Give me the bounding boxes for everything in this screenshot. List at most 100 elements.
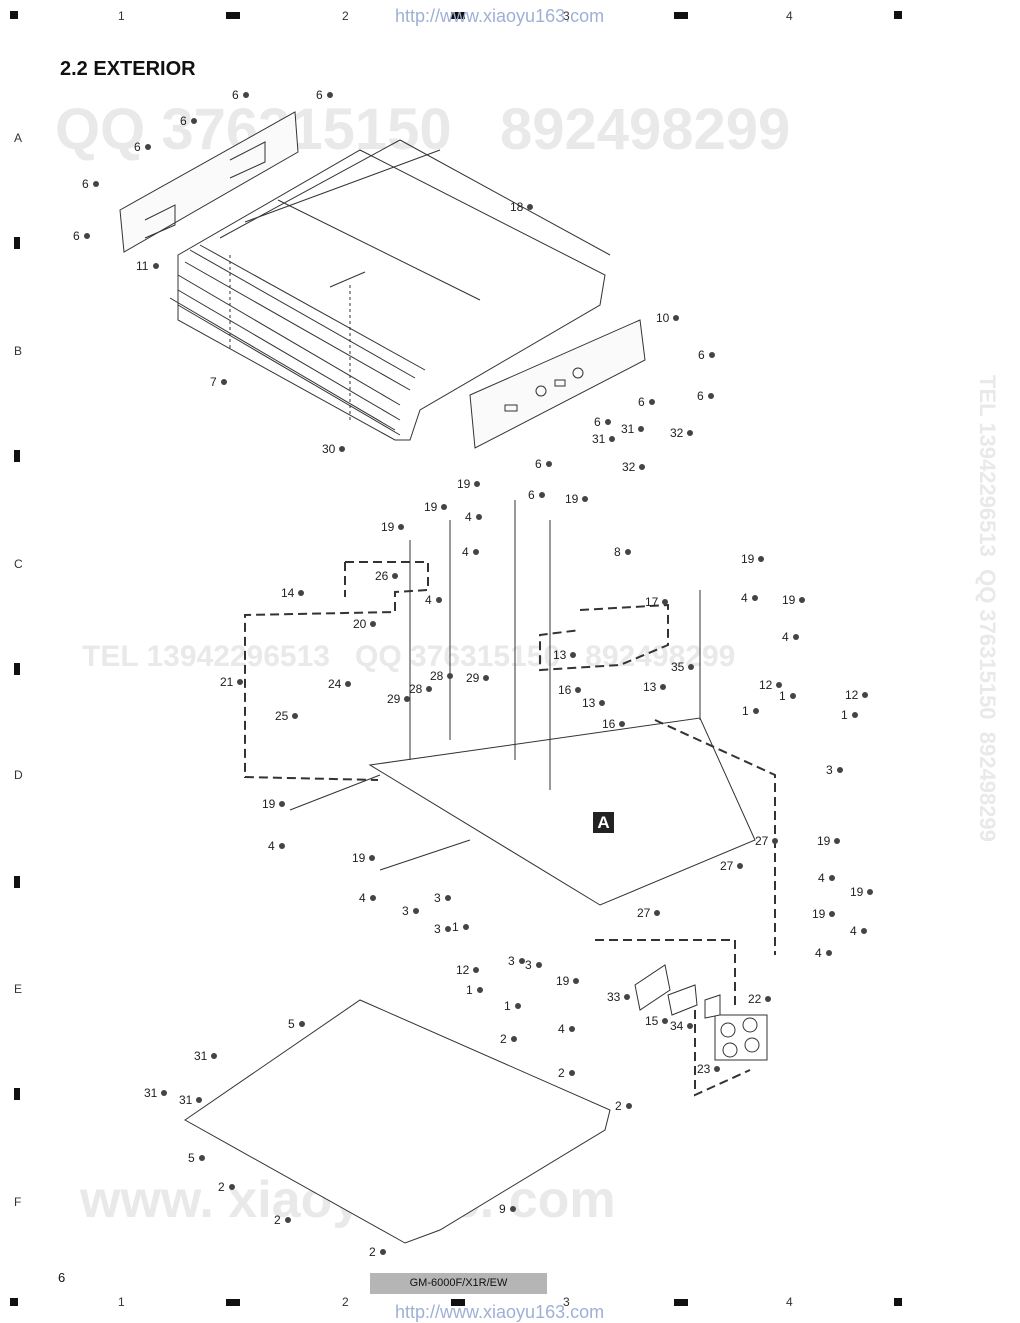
part-number-callout: 1 (504, 999, 511, 1013)
screw-marker (625, 549, 631, 555)
part-number-callout: 33 (607, 990, 621, 1004)
screw-marker (790, 693, 796, 699)
part-number-callout: 6 (638, 395, 645, 409)
part-number-callout: 2 (615, 1099, 622, 1113)
screw-marker (445, 926, 451, 932)
part-number-callout: 4 (462, 545, 469, 559)
row-marker (14, 1088, 20, 1100)
screw-marker (688, 664, 694, 670)
screw-marker (445, 895, 451, 901)
main-pcb (368, 717, 756, 906)
part-number-callout: 1 (841, 708, 848, 722)
part-number-callout: 2 (218, 1180, 225, 1194)
screw-marker (426, 686, 432, 692)
part-number-callout: 6 (697, 389, 704, 403)
screw-marker (758, 556, 764, 562)
screw-marker (285, 1217, 291, 1223)
screw-marker (404, 696, 410, 702)
part-number-callout: 6 (82, 177, 89, 191)
part-number-callout: 1 (466, 983, 473, 997)
screw-marker (708, 393, 714, 399)
screw-marker (687, 1023, 693, 1029)
part-number-callout: 6 (528, 488, 535, 502)
part-number-callout: 4 (818, 871, 825, 885)
section-title: 2.2 EXTERIOR (60, 58, 196, 80)
ruler-mark (226, 12, 240, 19)
part-number-callout: 19 (381, 520, 395, 534)
column-number: 4 (786, 9, 793, 23)
screw-marker (380, 1249, 386, 1255)
part-number-callout: 3 (826, 763, 833, 777)
screw-marker (463, 924, 469, 930)
part-number-callout: 4 (741, 591, 748, 605)
part-number-callout: 3 (402, 904, 409, 918)
screw-marker (624, 994, 630, 1000)
page-number: 6 (58, 1270, 66, 1285)
screw-marker (714, 1066, 720, 1072)
part-number-callout: 29 (387, 692, 401, 706)
screw-marker (339, 446, 345, 452)
screw-marker (345, 681, 351, 687)
column-number: 3 (563, 9, 570, 23)
watermark-tel: TEL 13942296513 QQ 376315150 892498299 (82, 640, 736, 673)
screw-marker (609, 436, 615, 442)
part-number-callout: 19 (352, 851, 366, 865)
screw-marker (862, 692, 868, 698)
part-number-callout: 16 (602, 717, 616, 731)
part-number-callout: 19 (424, 500, 438, 514)
part-number-callout: 23 (697, 1062, 711, 1076)
part-number-callout: 5 (288, 1017, 295, 1031)
part-number-callout: 19 (817, 834, 831, 848)
screw-marker (370, 895, 376, 901)
screw-marker (196, 1097, 202, 1103)
screw-marker (398, 524, 404, 530)
watermark-qq: QQ 376315150 892498299 (55, 97, 791, 162)
part-number-callout: 3 (434, 891, 441, 905)
part-number-callout: 4 (782, 630, 789, 644)
part-number-callout: 27 (755, 834, 769, 848)
part-number-callout: 13 (643, 680, 657, 694)
part-number-callout: 3 (434, 922, 441, 936)
part-number-callout: 3 (508, 954, 515, 968)
screw-marker (211, 1053, 217, 1059)
screw-marker (511, 1036, 517, 1042)
screw-marker (279, 843, 285, 849)
screw-marker (441, 504, 447, 510)
screw-marker (153, 263, 159, 269)
assembly-boundary (244, 561, 429, 781)
part-number-callout: 32 (670, 426, 684, 440)
screw-marker (327, 92, 333, 98)
section-stamp: A (593, 812, 614, 833)
part-number-callout: 15 (645, 1014, 659, 1028)
part-number-callout: 7 (210, 375, 217, 389)
part-number-callout: 27 (637, 906, 651, 920)
part-number-callout: 10 (656, 311, 670, 325)
part-number-callout: 5 (188, 1151, 195, 1165)
screw-marker (626, 1103, 632, 1109)
screw-marker (867, 889, 873, 895)
part-number-callout: 28 (409, 682, 423, 696)
screw-marker (662, 599, 668, 605)
part-number-callout: 6 (535, 457, 542, 471)
part-number-callout: 26 (375, 569, 389, 583)
screw-marker (826, 950, 832, 956)
part-number-callout: 2 (500, 1032, 507, 1046)
part-number-callout: 21 (220, 675, 234, 689)
part-number-callout: 12 (456, 963, 470, 977)
column-number: 4 (786, 1295, 793, 1309)
ruler-mark (674, 1299, 688, 1306)
screw-marker (709, 352, 715, 358)
part-number-callout: 6 (73, 229, 80, 243)
screw-marker (662, 1018, 668, 1024)
screw-marker (279, 801, 285, 807)
column-number: 1 (118, 1295, 125, 1309)
screw-marker (852, 712, 858, 718)
row-marker (14, 237, 20, 249)
ruler-mark (451, 1299, 465, 1306)
screw-marker (191, 118, 197, 124)
screw-marker (654, 910, 660, 916)
part-number-callout: 19 (262, 797, 276, 811)
column-number: 1 (118, 9, 125, 23)
ruler-mark (10, 11, 18, 19)
